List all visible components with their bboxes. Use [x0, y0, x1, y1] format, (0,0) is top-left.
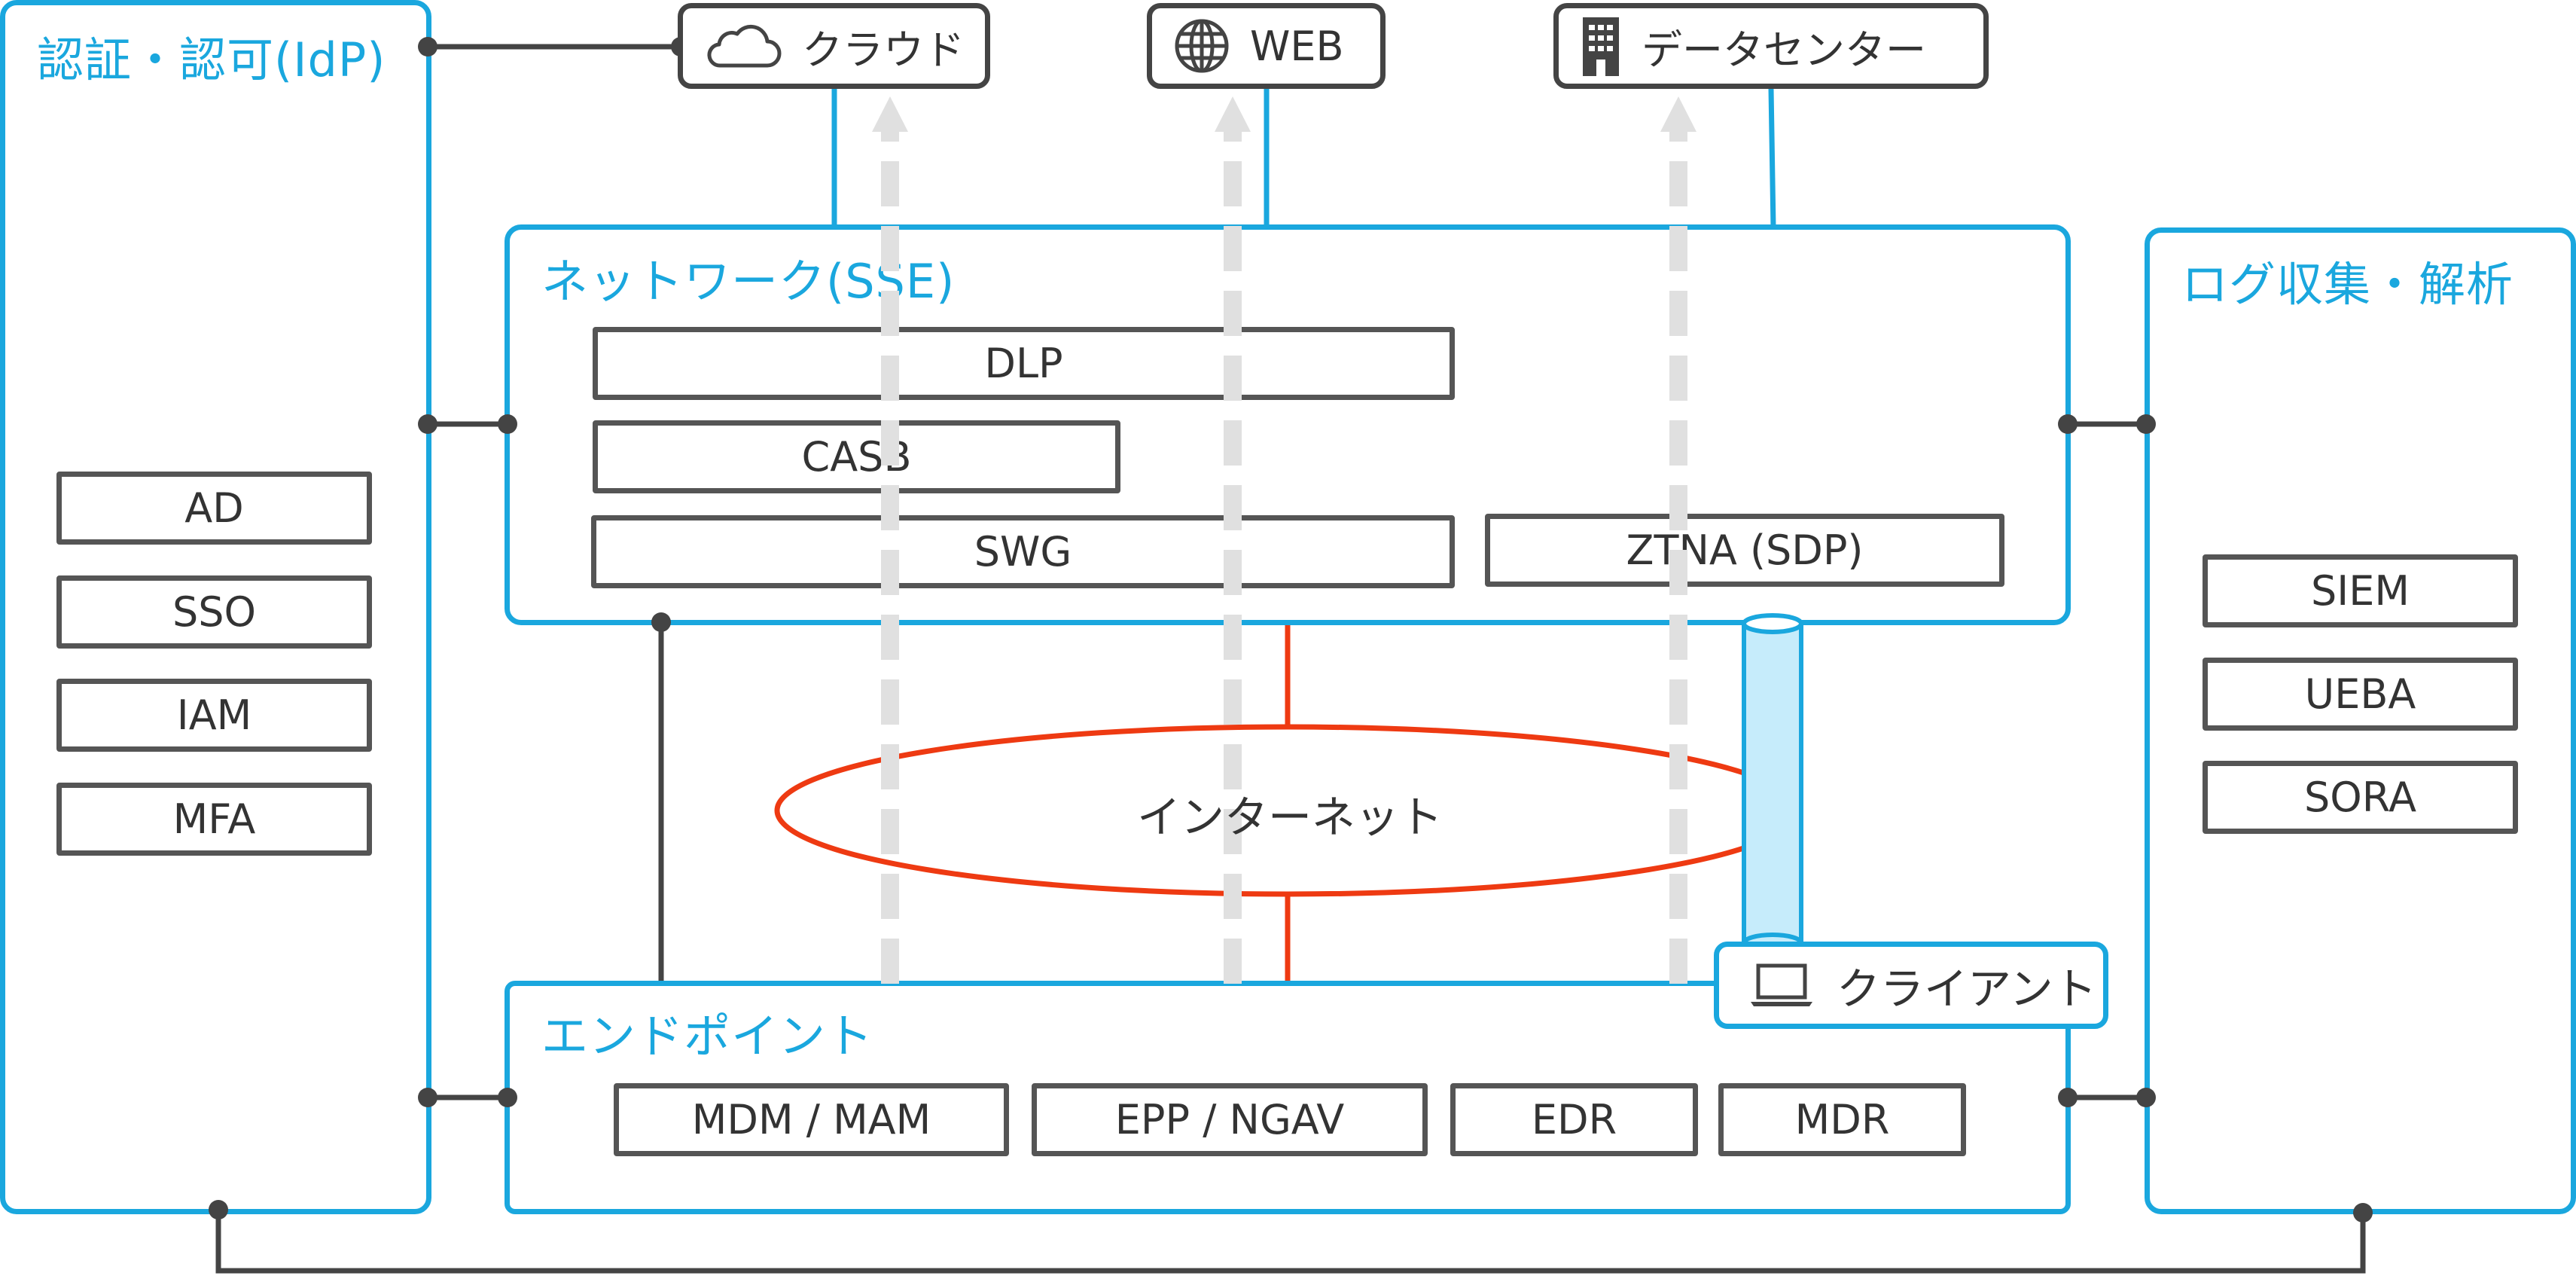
- idp-item-iam: IAM: [56, 679, 372, 752]
- datacenter-link: [1768, 88, 1776, 228]
- cloud-icon: [707, 25, 782, 68]
- destination-web-label: WEB: [1250, 22, 1344, 70]
- destination-web: WEB: [1147, 3, 1386, 89]
- idp-title: 認証・認可(IdP): [37, 32, 386, 87]
- destination-cloud: クラウド: [678, 3, 990, 89]
- traffic-arrowhead-web: [1215, 96, 1251, 132]
- building-icon: [1583, 17, 1619, 76]
- sse-item-ztna: ZTNA (SDP): [1485, 514, 2004, 587]
- destination-cloud-label: クラウド: [802, 26, 965, 74]
- endpoint-item-mdm-mam: MDM / MAM: [614, 1083, 1009, 1156]
- internet-label: インターネット: [1137, 792, 1443, 843]
- traffic-arrowhead-cloud: [872, 96, 908, 132]
- logs-title: ログ収集・解析: [2181, 257, 2514, 312]
- destination-datacenter-label: データセンター: [1642, 26, 1926, 74]
- logs-item-siem: SIEM: [2203, 554, 2518, 627]
- traffic-arrowhead-datacenter: [1660, 96, 1697, 132]
- client-label: クライアント: [1837, 963, 2097, 1015]
- laptop-icon: [1751, 963, 1812, 1006]
- logs-item-ueba: UEBA: [2203, 658, 2518, 731]
- endpoint-item-epp-ngav: EPP / NGAV: [1032, 1083, 1428, 1156]
- idp-item-ad: AD: [56, 472, 372, 545]
- idp-item-mfa: MFA: [56, 783, 372, 856]
- logs-item-sora: SORA: [2203, 761, 2518, 834]
- endpoint-item-edr: EDR: [1450, 1083, 1698, 1156]
- idp-item-sso: SSO: [56, 575, 372, 649]
- endpoint-item-mdr: MDR: [1718, 1083, 1966, 1156]
- client-box: クライアント: [1714, 942, 2108, 1029]
- connector-dots: [209, 37, 2373, 1223]
- sse-item-dlp: DLP: [593, 327, 1455, 400]
- idp-logs-bus: [215, 1210, 2366, 1274]
- destination-datacenter: データセンター: [1553, 3, 1989, 89]
- ztna-tunnel: [1742, 613, 1803, 954]
- endpoint-title: エンドポイント: [541, 1009, 874, 1064]
- globe-icon: [1175, 19, 1229, 73]
- sse-item-swg: SWG: [591, 515, 1455, 588]
- sse-item-casb: CASB: [593, 420, 1120, 493]
